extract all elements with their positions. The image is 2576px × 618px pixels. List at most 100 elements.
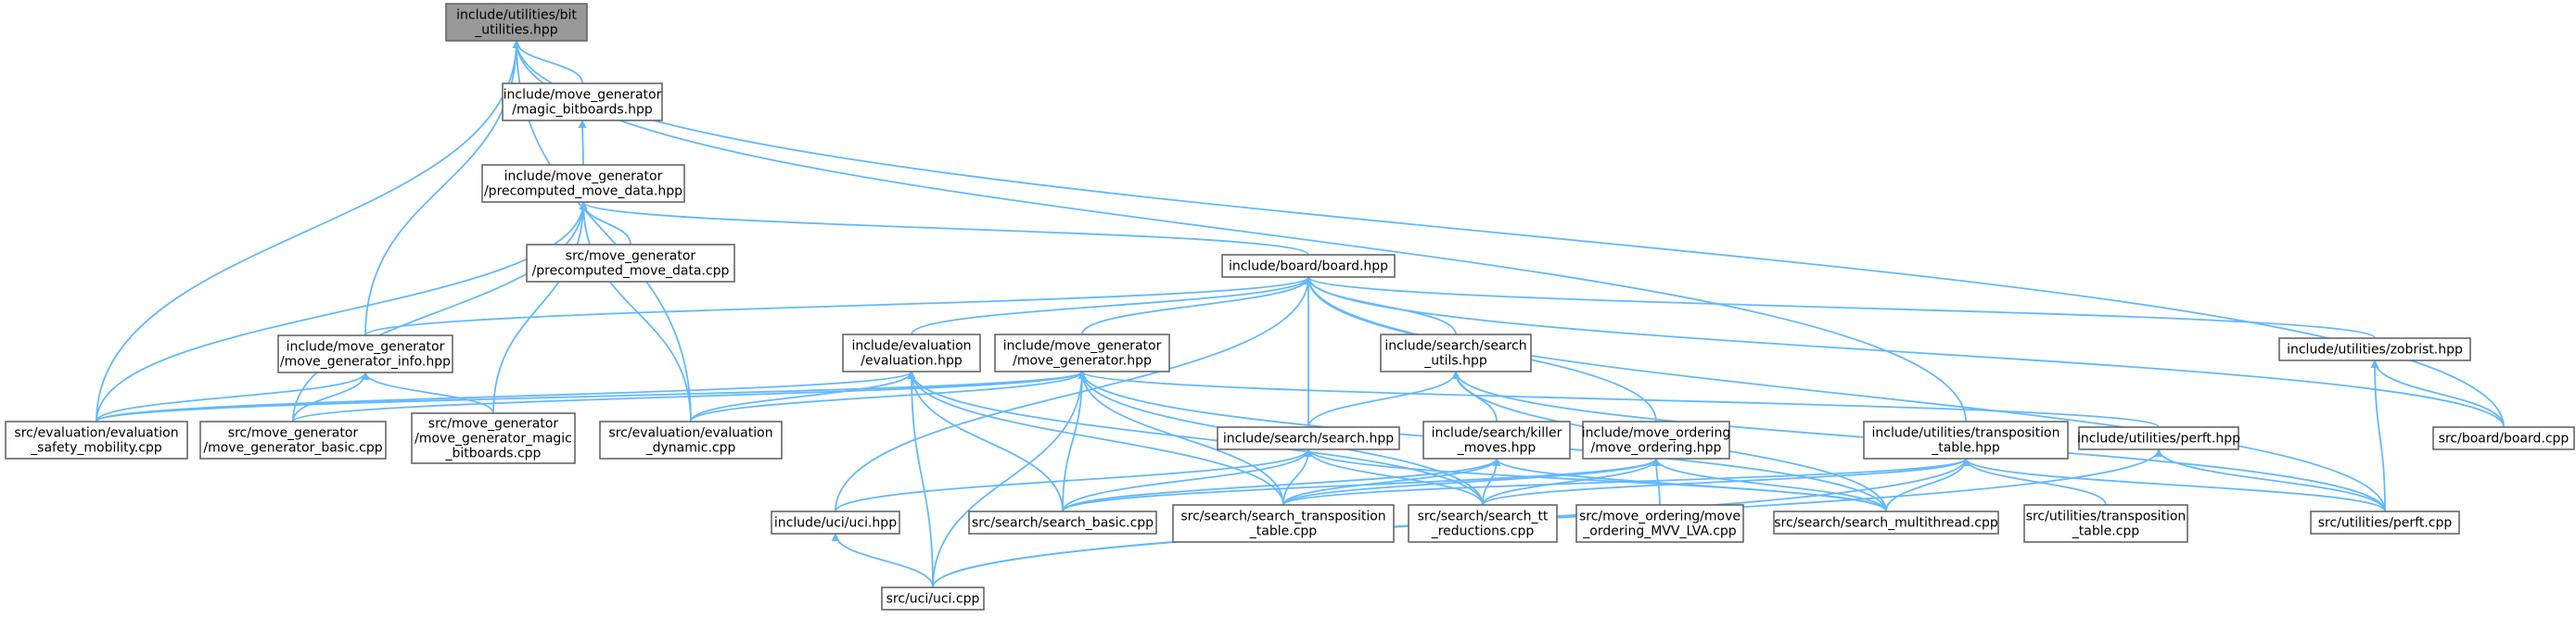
node-label-line: src/uci/uci.cpp (886, 592, 980, 607)
node-box (1863, 421, 2069, 460)
edge-eval_hpp-from-uci_cpp (907, 371, 934, 588)
node-label-line: _table.cpp (2072, 524, 2139, 539)
node-label-line: /precomputed_move_data.cpp (532, 264, 730, 279)
edge-tt_hpp-from-perft_cpp (1961, 458, 2386, 512)
edge-board_hpp-from-board_cpp (1304, 276, 2505, 428)
file-node-magic-hpp[interactable]: include/move_generator/magic_bitboards.h… (502, 82, 663, 121)
file-node-mgi-hpp[interactable]: include/move_generator/move_generator_in… (277, 334, 453, 373)
node-label-line: /move_generator_basic.cpp (203, 441, 382, 456)
node-box (411, 412, 576, 464)
node-label-line: include/utilities/transposition (1872, 426, 2060, 441)
file-node-search-hpp[interactable]: include/search/search.hpp (1217, 426, 1400, 450)
file-node-smt-cpp[interactable]: src/search/search_multithread.cpp (1773, 511, 1999, 535)
node-label-line: include/move_generator (504, 170, 663, 184)
file-node-tt-hpp[interactable]: include/utilities/transposition_table.hp… (1863, 421, 2069, 460)
file-node-esm-cpp[interactable]: src/evaluation/evaluation_safety_mobilit… (5, 421, 188, 460)
file-node-perft-cpp[interactable]: src/utilities/perft.cpp (2310, 511, 2460, 535)
node-label-line: _moves.hpp (1457, 441, 1537, 456)
file-node-mo-hpp[interactable]: include/move_ordering/move_ordering.hpp (1582, 421, 1731, 460)
node-box (968, 511, 1157, 535)
node-label-line: include/move_ordering (1582, 426, 1731, 441)
file-node-board-hpp[interactable]: include/board/board.hpp (1221, 254, 1396, 278)
node-box (2023, 504, 2188, 543)
node-label-line: include/move_generator (1003, 339, 1162, 354)
edge-tt_hpp-from-stt_cpp (1282, 458, 1970, 506)
node-label-line: src/move_generator (228, 426, 359, 441)
node-box (1172, 504, 1395, 543)
node-box (277, 334, 453, 373)
file-node-ed-cpp[interactable]: src/evaluation/evaluation_dynamic.cpp (599, 421, 783, 460)
file-node-stt-cpp[interactable]: src/search/search_transposition_table.cp… (1172, 504, 1395, 543)
edge-perft_hpp-from-perft_cpp (2154, 448, 2386, 512)
node-label-line: /move_generator_info.hpp (280, 355, 451, 370)
node-label-line: src/search/search_tt (1418, 510, 1549, 524)
edge-killer_hpp-from-smt_cpp (1492, 458, 1887, 512)
node-box (445, 3, 588, 42)
file-nodes: include/utilities/bit_utilities.hppinclu… (5, 3, 2575, 611)
file-node-utt-cpp[interactable]: src/utilities/transposition_table.cpp (2023, 504, 2188, 543)
edge-pre_hpp-from-mgb_cpp (292, 201, 588, 423)
edge-search_hpp-from-uci_hpp (835, 448, 1313, 512)
node-label-line: /precomputed_move_data.hpp (484, 184, 682, 199)
node-label-line: src/evaluation/evaluation (608, 426, 772, 441)
edge-bit-from-esm_cpp (96, 40, 521, 423)
node-label-line: _table.hpp (1931, 441, 2000, 456)
node-label-line: include/search/search (1384, 339, 1526, 354)
edge-mo_hpp-from-sttr_cpp (1482, 458, 1661, 506)
node-label-line: _table.cpp (1249, 524, 1317, 539)
edge-bit-from-tt_hpp (512, 40, 1967, 423)
edge-tt_hpp-from-sttr_cpp (1482, 458, 1970, 506)
file-node-bit[interactable]: include/utilities/bit_utilities.hpp (445, 3, 588, 42)
node-label-line: _dynamic.cpp (645, 441, 736, 456)
file-node-pre-cpp[interactable]: src/move_generator/precomputed_move_data… (526, 244, 735, 283)
node-label-line: include/uci/uci.hpp (774, 516, 897, 531)
file-node-sb-cpp[interactable]: src/search/search_basic.cpp (968, 511, 1157, 535)
node-label-line: /move_generator.hpp (1013, 354, 1152, 369)
node-box (526, 244, 735, 283)
edge-board_hpp-from-mg_hpp (1081, 276, 1313, 335)
node-box (2432, 426, 2575, 450)
file-node-mgb-cpp[interactable]: src/move_generator/move_generator_basic.… (199, 421, 387, 460)
node-label-line: _safety_mobility.cpp (30, 441, 162, 456)
file-node-killer-hpp[interactable]: include/search/killer_moves.hpp (1422, 421, 1571, 460)
node-label-line: src/move_ordering/move (1579, 510, 1741, 524)
file-node-pre-hpp[interactable]: include/move_generator/precomputed_move_… (481, 164, 685, 203)
node-label-line: include/utilities/perft.hpp (2077, 432, 2240, 447)
node-label-line: _reductions.cpp (1431, 524, 1535, 539)
file-node-uci-hpp[interactable]: include/uci/uci.hpp (771, 511, 900, 535)
node-box (1582, 421, 1730, 460)
node-label-line: src/utilities/transposition (2026, 510, 2187, 524)
edge-pre_hpp-from-pre_cpp (579, 201, 631, 246)
node-label-line: src/utilities/perft.cpp (2318, 516, 2453, 531)
edge-mg_hpp-from-perft_hpp (1078, 371, 2160, 428)
node-label-line: src/search/search_basic.cpp (972, 516, 1154, 531)
node-box (1217, 426, 1400, 450)
edge-mg_hpp-from-sb_cpp (1062, 371, 1087, 512)
edge-eval_hpp-from-stt_cpp (907, 371, 1284, 506)
file-node-mvv-cpp[interactable]: src/move_ordering/move_ordering_MVV_LVA.… (1575, 504, 1744, 543)
file-node-su-hpp[interactable]: include/search/search_utils.hpp (1380, 334, 1532, 372)
file-node-sttr-cpp[interactable]: src/search/search_tt_reductions.cpp (1408, 504, 1558, 543)
node-box (502, 82, 663, 121)
file-node-board-cpp[interactable]: src/board/board.cpp (2432, 426, 2575, 450)
node-label-line: _bitboards.cpp (445, 447, 542, 461)
edge-zob_hpp-from-perft_cpp (2370, 359, 2386, 512)
edge-search_hpp-from-sb_cpp (1062, 448, 1313, 512)
file-node-eval-hpp[interactable]: include/evaluation/evaluation.hpp (842, 334, 981, 372)
file-node-uci-cpp[interactable]: src/uci/uci.cpp (881, 586, 985, 611)
node-box (842, 334, 981, 372)
edge-mg_hpp-from-ed_cpp (690, 371, 1087, 423)
node-label-line: src/search/search_transposition (1180, 510, 1385, 524)
node-label-line: /move_generator_magic (414, 432, 572, 447)
file-node-zob-hpp[interactable]: include/utilities/zobrist.hpp (2278, 337, 2471, 361)
node-label-line: /move_ordering.hpp (1591, 441, 1722, 456)
edge-mo_hpp-from-stt_cpp (1282, 458, 1661, 506)
file-node-perft-hpp[interactable]: include/utilities/perft.hpp (2077, 426, 2240, 450)
node-label-line: src/move_generator (566, 249, 696, 264)
edge-mo_hpp-from-sb_cpp (1062, 458, 1661, 512)
edge-eval_hpp-from-esm_cpp (96, 371, 916, 423)
node-label-line: include/move_generator (287, 340, 445, 355)
file-node-mgm-cpp[interactable]: src/move_generator/move_generator_magic_… (411, 412, 576, 464)
file-node-mg-hpp[interactable]: include/move_generator/move_generator.hp… (994, 334, 1170, 372)
node-label-line: _utilities.hpp (474, 23, 558, 38)
